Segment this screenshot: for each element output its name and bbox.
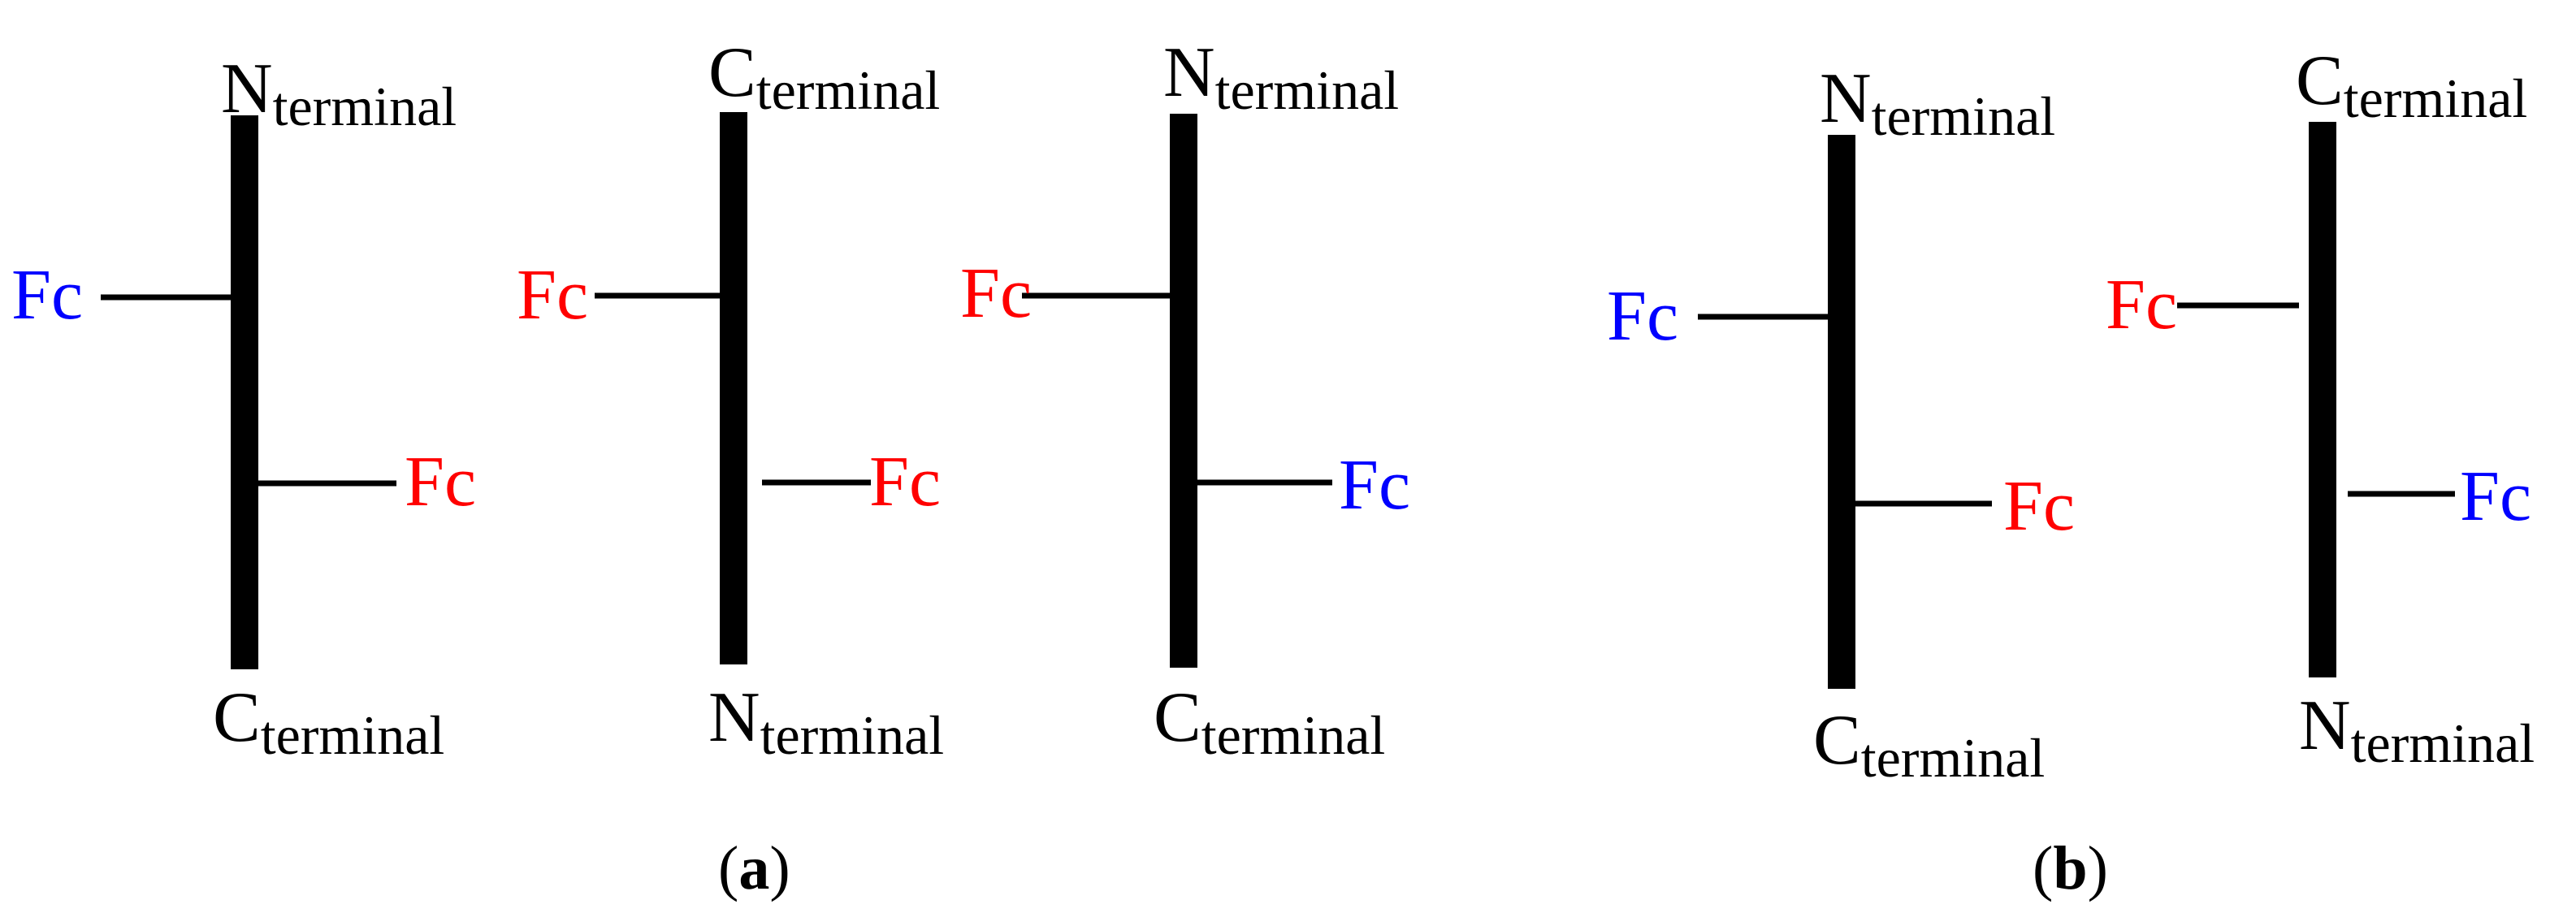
terminal-subscript: terminal (261, 704, 445, 766)
left-fc-label: Fc (2106, 266, 2177, 344)
terminal-letter: C (213, 678, 261, 757)
top-terminal-label: Cterminal (708, 33, 940, 121)
top-terminal-label: Nterminal (1820, 59, 2055, 147)
terminal-subscript: terminal (760, 704, 945, 766)
left-fc-label: Fc (960, 254, 1032, 333)
top-terminal-label: Cterminal (2296, 41, 2527, 129)
chain-backbone-bar (1828, 135, 1855, 689)
terminal-letter: C (1154, 678, 1201, 757)
terminal-subscript: terminal (1872, 85, 2056, 147)
bottom-terminal-label: Nterminal (2299, 686, 2535, 774)
right-fc-label: Fc (869, 443, 941, 521)
terminal-letter: N (2299, 686, 2351, 765)
left-fc-label: Fc (11, 256, 83, 335)
chain-backbone-bar (720, 112, 747, 664)
terminal-letter: N (221, 50, 273, 128)
panel-b-chain-1: Nterminal Cterminal Fc Fc (1607, 59, 2075, 789)
bottom-terminal-label: Cterminal (1813, 701, 2045, 789)
right-fc-label: Fc (405, 443, 476, 521)
terminal-letter: N (708, 678, 760, 757)
bottom-terminal-label: Cterminal (213, 678, 444, 766)
top-terminal-label: Nterminal (1163, 33, 1399, 121)
panel-b-caption: (b) (2033, 834, 2108, 902)
caption-paren-open: ( (2033, 834, 2053, 902)
panel-b-chain-2: Cterminal Nterminal Fc Fc (2106, 41, 2535, 774)
chain-backbone-bar (1170, 114, 1197, 668)
caption-letter: a (738, 834, 769, 902)
panel-a-caption: (a) (718, 834, 790, 902)
terminal-subscript: terminal (1215, 59, 1400, 121)
panel-a-chain-3: Nterminal Cterminal Fc Fc (960, 33, 1410, 766)
right-fc-label: Fc (1339, 446, 1410, 525)
terminal-subscript: terminal (2351, 712, 2535, 774)
bottom-terminal-label: Cterminal (1154, 678, 1385, 766)
caption-letter: b (2053, 834, 2087, 902)
terminal-letter: C (2296, 41, 2344, 120)
bottom-terminal-label: Nterminal (708, 678, 944, 766)
left-fc-label: Fc (1607, 277, 1678, 356)
left-fc-label: Fc (517, 256, 588, 335)
terminal-subscript: terminal (756, 59, 941, 121)
terminal-subscript: terminal (1861, 727, 2046, 789)
terminal-subscript: terminal (2344, 67, 2528, 129)
terminal-letter: C (708, 33, 756, 112)
terminal-letter: N (1820, 59, 1872, 138)
chain-backbone-bar (231, 115, 258, 669)
top-terminal-label: Nterminal (221, 50, 457, 137)
caption-paren-close: ) (2088, 834, 2108, 902)
terminal-letter: C (1813, 701, 1861, 780)
caption-paren-close: ) (769, 834, 790, 902)
right-fc-label: Fc (2003, 467, 2075, 546)
chain-backbone-bar (2309, 122, 2336, 677)
terminal-letter: N (1163, 33, 1215, 112)
panel-a-chain-1: Nterminal Cterminal Fc Fc (11, 50, 476, 766)
terminal-subscript: terminal (273, 76, 457, 137)
right-fc-label: Fc (2460, 457, 2531, 536)
caption-paren-open: ( (718, 834, 738, 902)
panel-a-chain-2: Cterminal Nterminal Fc Fc (517, 33, 944, 766)
terminal-subscript: terminal (1201, 704, 1386, 766)
